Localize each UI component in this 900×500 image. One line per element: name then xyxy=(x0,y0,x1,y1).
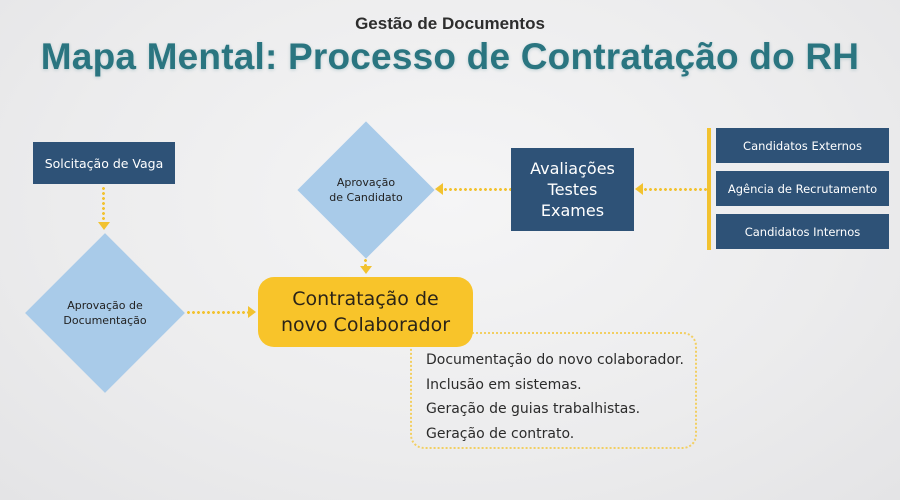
note-item: Geração de guias trabalhistas. xyxy=(426,401,641,417)
source-label: Agência de Recrutamento xyxy=(727,181,878,196)
node-avaliacoes-line1: Avaliações xyxy=(530,159,615,178)
central-notes: Documentação do novo colaborador. Inclus… xyxy=(410,332,697,449)
note-item: Documentação do novo colaborador. xyxy=(426,352,684,368)
node-avaliacoes: Avaliações Testes Exames xyxy=(511,148,634,231)
arrow-left-icon xyxy=(635,183,643,195)
node-avaliacoes-line2: Testes xyxy=(547,180,598,199)
connector-solicitacao-to-aprovacao-doc xyxy=(102,186,105,224)
node-aprovacao-documentacao-line1: Aprovação de xyxy=(67,299,143,312)
node-aprovacao-candidato-line2: de Candidato xyxy=(329,191,403,204)
node-aprovacao-candidato-line1: Aprovação xyxy=(336,176,396,189)
connector-avaliacoes-to-aprovacao-candidato xyxy=(443,188,512,191)
node-avaliacoes-line3: Exames xyxy=(540,201,605,220)
connector-sources-to-avaliacoes xyxy=(643,188,707,191)
note-item: Geração de contrato. xyxy=(426,425,575,442)
diagram-subtitle: Gestão de Documentos xyxy=(355,14,545,33)
source-label: Candidatos Internos xyxy=(744,224,861,239)
node-aprovacao-candidato: Aprovação de Candidato xyxy=(297,121,435,259)
node-solicitacao-vaga: Solcitação de Vaga xyxy=(33,142,175,184)
source-label: Candidatos Externos xyxy=(743,138,862,153)
node-solicitacao-vaga-label: Solcitação de Vaga xyxy=(44,155,164,171)
source-candidatos-externos: Candidatos Externos xyxy=(716,128,889,163)
connector-aprovacao-candidato-to-central xyxy=(364,258,367,267)
arrow-down-icon xyxy=(98,222,110,230)
diagram-title: Mapa Mental: Processo de Contratação do … xyxy=(40,36,860,77)
connector-aprovacao-doc-to-central xyxy=(186,311,248,314)
node-contratacao-central: Contratação de novo Colaborador xyxy=(258,277,473,347)
source-candidatos-internos: Candidatos Internos xyxy=(716,214,889,249)
source-agencia-recrutamento: Agência de Recrutamento xyxy=(716,171,889,206)
note-item: Inclusão em sistemas. xyxy=(426,376,582,393)
central-line1: Contratação de xyxy=(292,288,439,310)
sources-bracket xyxy=(707,128,711,250)
arrow-right-icon xyxy=(248,306,256,318)
node-aprovacao-documentacao: Aprovação de Documentação xyxy=(25,233,185,393)
arrow-down-icon xyxy=(360,266,372,274)
central-line2: novo Colaborador xyxy=(280,314,451,336)
node-aprovacao-documentacao-line2: Documentação xyxy=(63,314,147,327)
arrow-left-icon xyxy=(435,183,443,195)
